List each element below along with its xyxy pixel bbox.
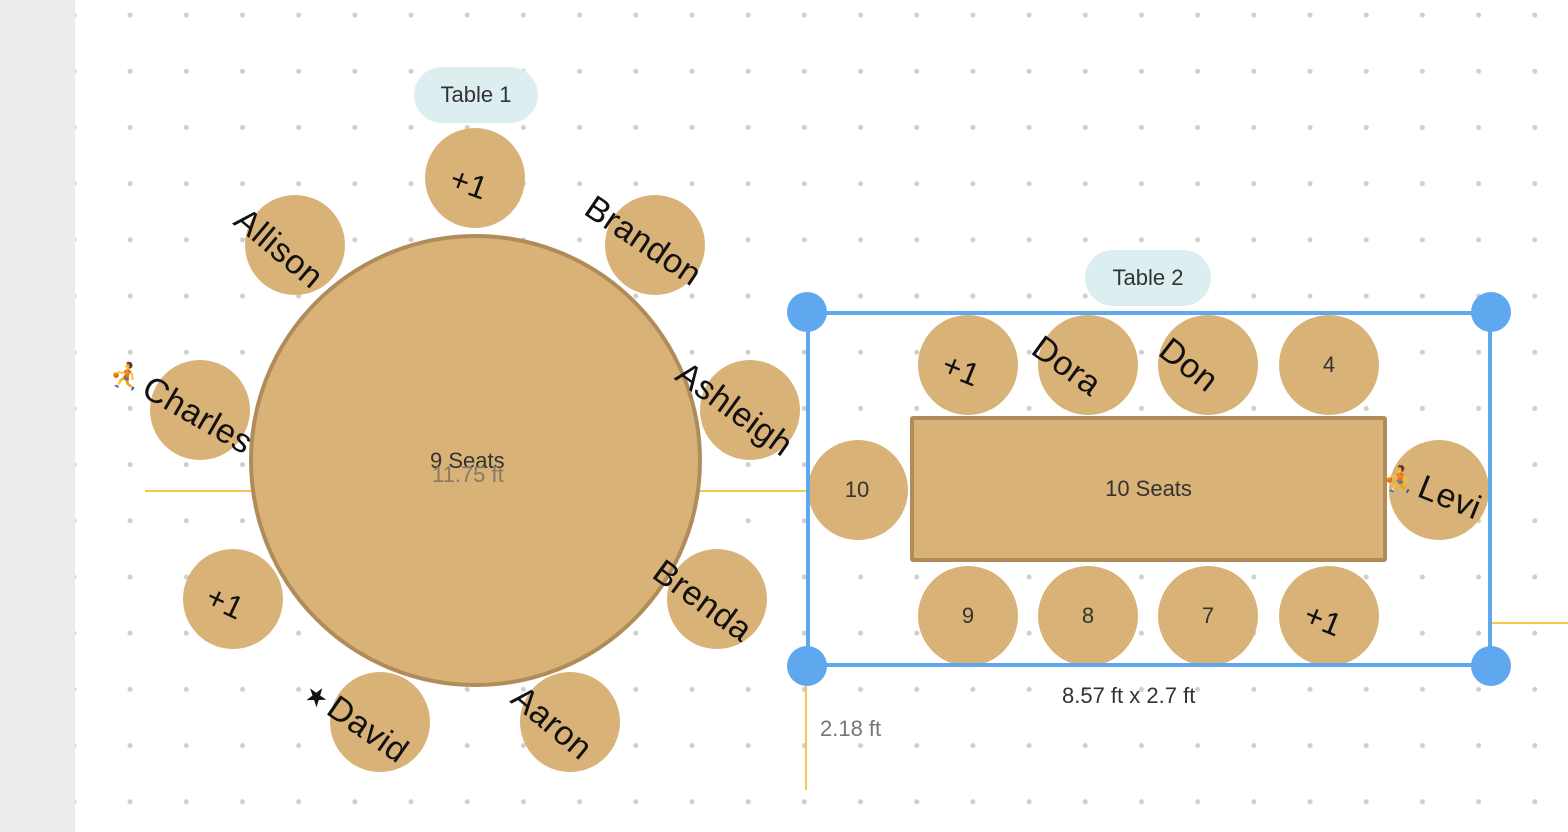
- table-2-seat-count: 10 Seats: [1105, 476, 1192, 501]
- seat-t2-8[interactable]: [1038, 566, 1138, 666]
- seat-t2-7[interactable]: [1158, 566, 1258, 666]
- seat-david[interactable]: [330, 672, 430, 772]
- seat-t2-bottom-plus[interactable]: [1279, 566, 1379, 666]
- resize-handle-top-right[interactable]: [1471, 292, 1511, 332]
- table-1-diameter: 11.75 ft: [432, 462, 504, 487]
- resize-handle-bottom-left[interactable]: [787, 646, 827, 686]
- seat-ashleigh[interactable]: [700, 360, 800, 460]
- seat-t2-label-9: 9: [961, 603, 975, 628]
- table-2-dimensions: 8.57 ft x 2.7 ft: [1062, 683, 1196, 708]
- table-1-seat-count: 9 Seats: [430, 448, 505, 473]
- left-sidebar: [0, 0, 75, 832]
- seat-top[interactable]: [425, 128, 525, 228]
- seat-t2-label-8: 8: [1081, 603, 1095, 628]
- right-alignment-guide: [1492, 622, 1568, 624]
- seat-t2-10[interactable]: [808, 440, 908, 540]
- table-2-label[interactable]: Table 2: [1085, 250, 1211, 306]
- vertical-distance-guide: [805, 664, 807, 790]
- table-2-offset-distance: 2.18 ft: [820, 716, 882, 741]
- seat-brandon[interactable]: [605, 195, 705, 295]
- round-table-1[interactable]: [249, 234, 702, 687]
- seat-t2-dora[interactable]: [1038, 315, 1138, 415]
- seat-left-plus[interactable]: [183, 549, 283, 649]
- seat-t2-levi[interactable]: [1389, 440, 1489, 540]
- seat-charles[interactable]: [150, 360, 250, 460]
- resize-handle-top-left[interactable]: [787, 292, 827, 332]
- rect-table-2[interactable]: 10 Seats: [910, 416, 1387, 562]
- seat-t2-don[interactable]: [1158, 315, 1258, 415]
- seat-t2-4[interactable]: [1279, 315, 1379, 415]
- seat-t2-label-10: 10: [844, 477, 870, 502]
- seat-t2-label-4: 4: [1322, 352, 1336, 377]
- selection-box: [806, 311, 1492, 667]
- seat-t2-top1[interactable]: [918, 315, 1018, 415]
- seat-brenda[interactable]: [667, 549, 767, 649]
- seat-t2-label-7: 7: [1201, 603, 1215, 628]
- table-1-label[interactable]: Table 1: [414, 67, 538, 123]
- seat-t2-9[interactable]: [918, 566, 1018, 666]
- seat-allison[interactable]: [245, 195, 345, 295]
- resize-handle-bottom-right[interactable]: [1471, 646, 1511, 686]
- seat-aaron[interactable]: [520, 672, 620, 772]
